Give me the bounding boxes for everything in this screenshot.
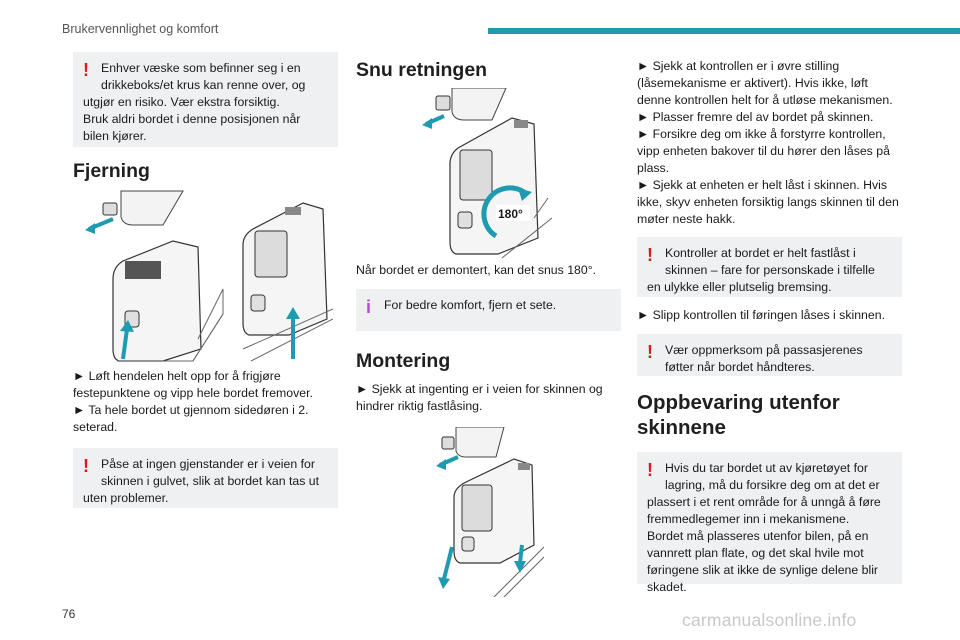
rotation-label: 180° [498,207,523,221]
section-heading-snu-retningen: Snu retningen [356,59,488,81]
note-continued-text: utgjør en risiko. Vær ekstra forsiktig. … [83,95,301,143]
column-middle: Snu retningen 180° Når bordet er demonte… [356,52,621,597]
header-accent-bar [488,28,960,34]
figure-mounting [434,427,621,597]
removal-unit-right-illustration [242,202,333,362]
section-heading-montering: Montering [356,350,451,372]
note-first-lines: Kontroller at bordet er helt fastlåst i … [665,246,875,277]
warning-exclamation-icon: ! [83,60,89,80]
warning-exclamation-icon: ! [647,245,653,265]
mounting-steps: ► Sjekk at ingenting er i veien for skin… [356,382,603,413]
info-note-comfort: i For bedre komfort, fjern et sete. [356,289,621,331]
rotate-caption: Når bordet er demontert, kan det snus 18… [356,263,597,277]
warning-note-storage: ! Hvis du tar bordet ut av kjøretøyet fo… [637,452,902,594]
info-i-icon: i [366,297,372,317]
warning-exclamation-icon: ! [83,456,89,476]
warning-note-rail: ! Påse at ingen gjenstander er i veien f… [73,448,338,508]
running-header: Brukervennlighet og komfort [62,22,219,36]
note-continued-text: plassert i et rent område for å unngå å … [647,495,881,594]
section-heading-oppbevaring: Oppbevaring utenfor skinnene [637,391,840,439]
warning-exclamation-icon: ! [647,342,653,362]
column-left: ! Enhver væske som befinner seg i en dri… [73,52,338,508]
note-first-lines: Hvis du tar bordet ut av kjøretøyet for … [665,461,880,492]
page-number: 76 [62,607,76,621]
release-step: ► Slipp kontrollen til føringen låses i … [637,308,885,322]
removal-unit-left-illustration [85,190,224,362]
warning-note-feet: ! Vær oppmerksom på passasjerenes føtter… [637,334,902,376]
warning-exclamation-icon: ! [647,460,653,480]
note-continued-text: uten problemer. [83,491,169,505]
figure-removal [83,189,338,364]
watermark-text: carmanualsonline.info [682,610,857,630]
section-heading-fjerning: Fjerning [73,160,150,182]
column-right: ► Sjekk at kontrollen er i øvre stilling… [637,52,902,594]
note-first-lines: Påse at ingen gjenstander er i veien for… [101,457,320,488]
figure-rotate: 180° [422,88,621,260]
warning-note-liquid: ! Enhver væske som befinner seg i en dri… [73,52,338,147]
note-first-lines: Vær oppmerksom på passasjerenes føtter n… [665,343,863,374]
removal-steps: ► Løft hendelen helt opp for å frigjøre … [73,369,313,434]
note-continued-text: en ulykke eller plutselig bremsing. [647,280,832,294]
mounting-steps-continued: ► Sjekk at kontrollen er i øvre stilling… [637,59,899,226]
note-first-lines: Enhver væske som befinner seg i en drikk… [101,61,306,92]
info-note-text: For bedre komfort, fjern et sete. [384,298,557,312]
warning-note-locked: ! Kontroller at bordet er helt fastlåst … [637,237,902,297]
